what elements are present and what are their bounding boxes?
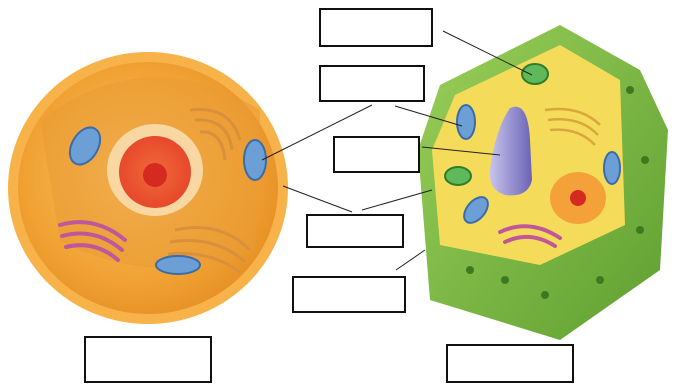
leader-line-4b: [362, 190, 432, 210]
plant-nucleus: [550, 172, 606, 224]
label-box-1[interactable]: [319, 8, 433, 47]
label-box-3[interactable]: [333, 136, 420, 173]
plant-cell: [418, 25, 668, 340]
leader-line-4a: [283, 186, 352, 212]
leader-line-5: [396, 250, 425, 270]
plant-nucleolus: [570, 190, 586, 206]
label-box-plant-cell[interactable]: [446, 344, 574, 383]
animal-nucleus: [107, 124, 203, 216]
label-box-2[interactable]: [319, 65, 425, 102]
label-box-4[interactable]: [306, 214, 404, 248]
label-box-5[interactable]: [292, 276, 406, 313]
label-box-animal-cell[interactable]: [84, 336, 212, 383]
animal-nucleolus: [143, 163, 167, 187]
animal-cell: [8, 52, 288, 324]
